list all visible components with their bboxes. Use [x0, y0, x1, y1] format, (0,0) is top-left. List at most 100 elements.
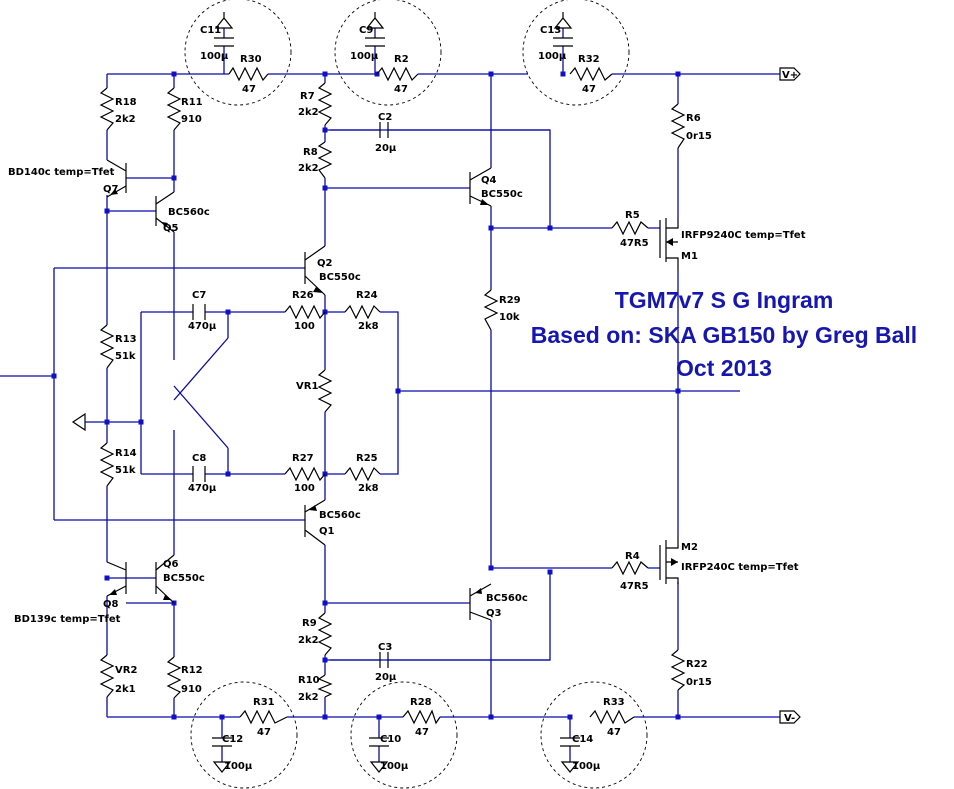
- q6-ref: Q6: [163, 559, 179, 570]
- vr1-ref: VR1: [296, 381, 318, 392]
- r14-ref: R14: [115, 448, 137, 459]
- r8-ref: R8: [303, 147, 318, 158]
- c11-val: 100µ: [200, 51, 229, 62]
- wires: [0, 28, 780, 762]
- q2-ref: Q2: [317, 258, 333, 269]
- c11-ref: C11: [200, 25, 221, 36]
- r4-ref: R4: [625, 551, 640, 562]
- r30-val: 47: [242, 84, 256, 95]
- m2-ref: M2: [681, 542, 698, 553]
- ground-symbols: [71, 12, 580, 773]
- r18-val: 2k2: [115, 114, 136, 125]
- r11-val: 910: [181, 114, 202, 125]
- resistors: [99, 66, 686, 725]
- q7-ref: Q7: [103, 184, 119, 195]
- vr2-ref: VR2: [115, 665, 137, 676]
- r24-val: 2k8: [358, 321, 379, 332]
- c3-ref: C3: [378, 642, 392, 653]
- c10-val: 100µ: [380, 761, 409, 772]
- rail-pos-label: V+: [782, 70, 798, 81]
- q2-val: BC550c: [319, 272, 361, 283]
- r9-ref: R9: [302, 618, 317, 629]
- m2-val: IRFP240C temp=Tfet: [681, 562, 799, 573]
- q5-ref: Q5: [163, 223, 179, 234]
- r10-val: 2k2: [298, 692, 319, 703]
- c3-val: 20µ: [375, 672, 397, 683]
- r25-ref: R25: [356, 453, 378, 464]
- c14-val: 100µ: [572, 761, 601, 772]
- r13-ref: R13: [115, 334, 137, 345]
- r2-ref: R2: [394, 54, 409, 65]
- c12-ref: C12: [222, 734, 243, 745]
- r32-val: 47: [582, 84, 596, 95]
- q6-val: BC550c: [163, 573, 205, 584]
- r27-ref: R27: [292, 453, 314, 464]
- r14-val: 51k: [115, 465, 136, 476]
- r10-ref: R10: [298, 675, 320, 686]
- q5-val: BC560c: [168, 207, 210, 218]
- c12-val: 100µ: [224, 761, 253, 772]
- c8-val: 470µ: [188, 483, 217, 494]
- q3-val: BC560c: [486, 593, 528, 604]
- c7-val: 470µ: [188, 321, 217, 332]
- r31-val: 47: [257, 727, 271, 738]
- r8-val: 2k2: [298, 163, 319, 174]
- schematic-title: TGM7v7 S G Ingram Based on: SKA GB150 by…: [531, 287, 917, 381]
- c9-val: 100µ: [350, 51, 379, 62]
- title-line-2: Based on: SKA GB150 by Greg Ball: [531, 322, 917, 348]
- r5-ref: R5: [625, 210, 640, 221]
- q4-ref: Q4: [481, 175, 497, 186]
- q8-ref: Q8: [103, 599, 119, 610]
- q3-ref: Q3: [486, 608, 502, 619]
- c8-ref: C8: [192, 453, 206, 464]
- r6-ref: R6: [686, 113, 701, 124]
- c9-ref: C9: [359, 25, 373, 36]
- q1-ref: Q1: [319, 526, 335, 537]
- title-line-3: Oct 2013: [676, 355, 772, 381]
- r26-val: 100: [294, 321, 315, 332]
- r30-ref: R30: [240, 54, 262, 65]
- title-line-1: TGM7v7 S G Ingram: [615, 287, 834, 313]
- c7-ref: C7: [192, 290, 206, 301]
- c2-ref: C2: [378, 112, 392, 123]
- r31-ref: R31: [253, 697, 275, 708]
- rail-neg-label: V-: [784, 713, 795, 724]
- q1-val: BC560c: [319, 510, 361, 521]
- r13-val: 51k: [115, 351, 136, 362]
- r32-ref: R32: [578, 54, 600, 65]
- r24-ref: R24: [356, 290, 378, 301]
- transistors: [106, 159, 679, 621]
- c2-val: 20µ: [375, 143, 397, 154]
- r33-ref: R33: [603, 697, 625, 708]
- r22-ref: R22: [686, 659, 708, 670]
- c13-val: 100µ: [538, 51, 567, 62]
- r33-val: 47: [607, 727, 621, 738]
- q4-val: BC550c: [481, 189, 523, 200]
- r29-val: 10k: [499, 312, 520, 323]
- r26-ref: R26: [292, 290, 314, 301]
- r12-val: 910: [181, 684, 202, 695]
- q8-val: BD139c temp=Tfet: [14, 614, 121, 625]
- q7-val: BD140c temp=Tfet: [8, 167, 115, 178]
- decoupling-circles: [184, 0, 648, 789]
- r6-val: 0r15: [686, 131, 712, 142]
- r29-ref: R29: [499, 295, 521, 306]
- r2-val: 47: [394, 84, 408, 95]
- r7-ref: R7: [300, 91, 315, 102]
- c14-ref: C14: [572, 734, 593, 745]
- r12-ref: R12: [181, 665, 203, 676]
- r11-ref: R11: [181, 97, 203, 108]
- r4-val: 47R5: [620, 581, 649, 592]
- r22-val: 0r15: [686, 677, 712, 688]
- c13-ref: C13: [540, 25, 561, 36]
- r28-val: 47: [415, 727, 429, 738]
- r7-val: 2k2: [298, 107, 319, 118]
- r27-val: 100: [294, 483, 315, 494]
- r9-val: 2k2: [298, 635, 319, 646]
- vr2-val: 2k1: [115, 684, 136, 695]
- r18-ref: R18: [115, 97, 137, 108]
- rail-labels: V+ V-: [779, 67, 801, 724]
- m1-val: IRFP9240C temp=Tfet: [681, 230, 806, 241]
- capacitors: [192, 37, 580, 747]
